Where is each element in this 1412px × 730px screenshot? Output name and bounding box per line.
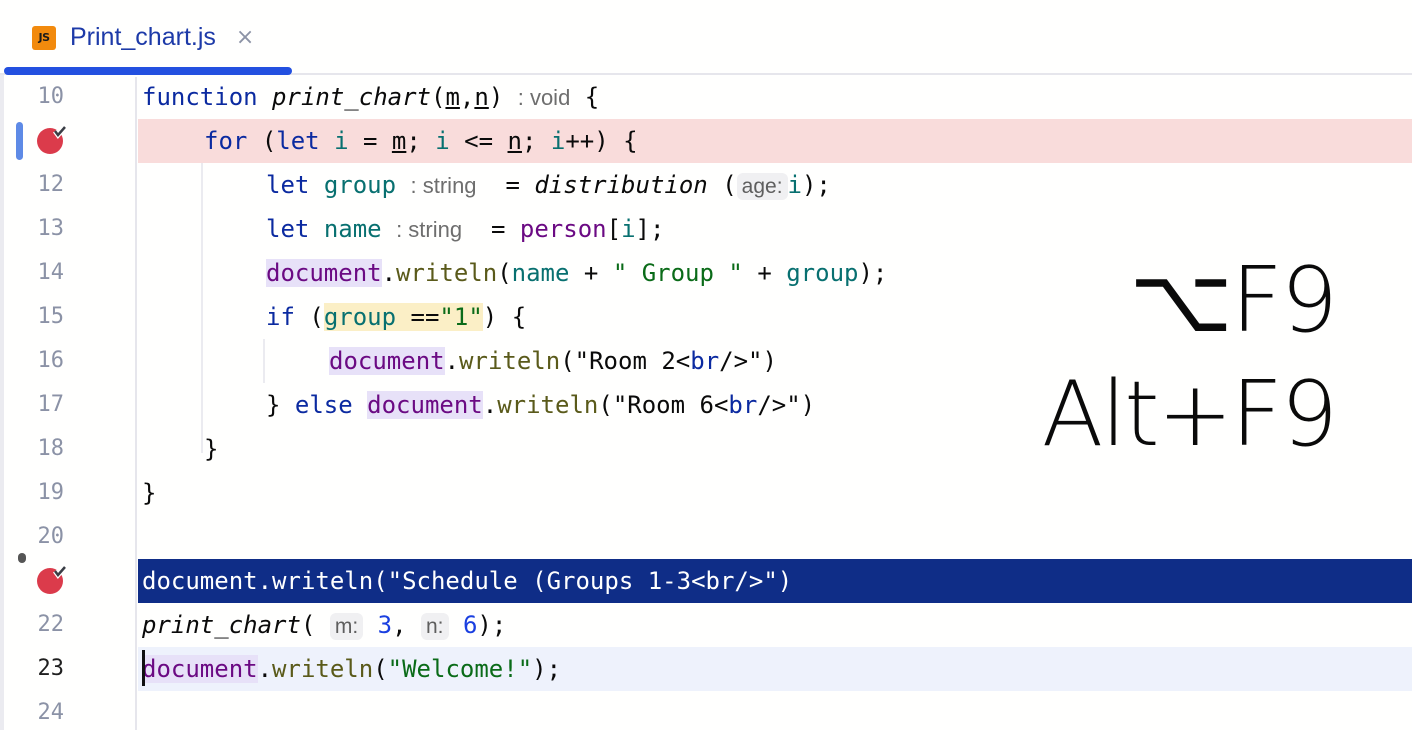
code-line[interactable]: 10 function print_chart(m,n) : void {: [0, 75, 1412, 119]
code-line[interactable]: 13 let name : string = person[i];: [0, 207, 1412, 251]
code-text[interactable]: } else document.writeln("Room 6<br/>"): [266, 391, 816, 419]
breakpoint-verified-icon[interactable]: [36, 565, 66, 595]
code-text[interactable]: let name : string = person[i];: [266, 215, 665, 243]
line-number[interactable]: 17: [37, 392, 65, 417]
editor-gutter[interactable]: [4, 77, 137, 730]
code-text[interactable]: for (let i = m; i <= n; i++) {: [204, 127, 638, 155]
code-line[interactable]: 15 if (group =="1") {: [0, 295, 1412, 339]
code-text[interactable]: if (group =="1") {: [266, 303, 527, 331]
code-line[interactable]: 14 document.writeln(name + " Group " + g…: [0, 251, 1412, 295]
code-text[interactable]: document.writeln("Welcome!");: [142, 655, 562, 683]
caret-line-highlight: [138, 647, 1412, 691]
code-line-breakpoint[interactable]: for (let i = m; i <= n; i++) {: [0, 119, 1412, 163]
inlay-type-hint: : void: [517, 85, 571, 110]
window-left-border: [0, 0, 4, 730]
code-line[interactable]: 12 let group : string = distribution (ag…: [0, 163, 1412, 207]
inlay-parameter-hint: n:: [421, 613, 449, 640]
line-number[interactable]: 10: [37, 84, 65, 109]
line-number[interactable]: 18: [37, 436, 65, 461]
line-number[interactable]: 24: [37, 700, 65, 725]
inlay-type-hint: : string: [410, 173, 477, 198]
code-line[interactable]: 16 document.writeln("Room 2<br/>"): [0, 339, 1412, 383]
breakpoint-line-highlight: [138, 119, 1412, 163]
close-tab-icon[interactable]: ×: [235, 25, 255, 50]
code-text[interactable]: function print_chart(m,n) : void {: [142, 83, 600, 111]
line-number[interactable]: 14: [37, 260, 65, 285]
line-number[interactable]: 19: [37, 480, 65, 505]
code-line[interactable]: 24: [0, 691, 1412, 730]
active-tab-indicator: [4, 67, 292, 75]
text-caret: [142, 650, 145, 686]
line-number[interactable]: 12: [37, 172, 65, 197]
inlay-parameter-hint: age:: [736, 173, 788, 200]
line-number[interactable]: 22: [37, 612, 65, 637]
inlay-type-hint: : string: [396, 217, 463, 242]
breakpoint-verified-icon[interactable]: [36, 125, 66, 155]
editor-tab-bar: JS Print_chart.js ×: [0, 0, 1412, 75]
code-text[interactable]: print_chart( m: 3, n: 6);: [142, 611, 507, 640]
code-text[interactable]: }: [204, 435, 219, 463]
line-number[interactable]: 23: [37, 656, 65, 681]
shortcut-mac-label: ⌥F9: [1129, 248, 1338, 353]
tab-print-chart-js[interactable]: JS Print_chart.js ×: [4, 0, 292, 75]
code-line[interactable]: 17 } else document.writeln("Room 6<br/>"…: [0, 383, 1412, 427]
code-text[interactable]: let group : string = distribution (age:i…: [266, 171, 831, 200]
execution-point-line-highlight: [138, 559, 1412, 603]
line-number[interactable]: 15: [37, 304, 65, 329]
current-frame-marker: [16, 122, 23, 160]
code-line[interactable]: 22 print_chart( m: 3, n: 6);: [0, 603, 1412, 647]
code-line[interactable]: 20: [0, 515, 1412, 559]
code-text[interactable]: document.writeln(name + " Group " + grou…: [266, 259, 888, 287]
code-text[interactable]: document.writeln("Schedule (Groups 1-3<b…: [142, 567, 793, 595]
inlay-parameter-hint: m:: [329, 613, 364, 640]
code-line[interactable]: 18 }: [0, 427, 1412, 471]
indent-guide: [201, 163, 203, 453]
code-text[interactable]: document.writeln("Room 2<br/>"): [329, 347, 777, 375]
javascript-file-icon: JS: [32, 25, 56, 50]
line-number[interactable]: 13: [37, 216, 65, 241]
line-number[interactable]: 16: [37, 348, 65, 373]
code-line-caret[interactable]: 23 document.writeln("Welcome!");: [0, 647, 1412, 691]
code-line-execution-point[interactable]: document.writeln("Schedule (Groups 1-3<b…: [0, 553, 1412, 603]
bookmark-dot-icon: [18, 553, 26, 563]
shortcut-windows-label: Alt+F9: [1041, 362, 1338, 467]
line-number[interactable]: 20: [37, 524, 65, 549]
code-line[interactable]: 19 }: [0, 471, 1412, 515]
tab-file-name: Print_chart.js: [70, 23, 216, 51]
code-text[interactable]: }: [142, 479, 157, 507]
indent-guide: [263, 339, 265, 383]
